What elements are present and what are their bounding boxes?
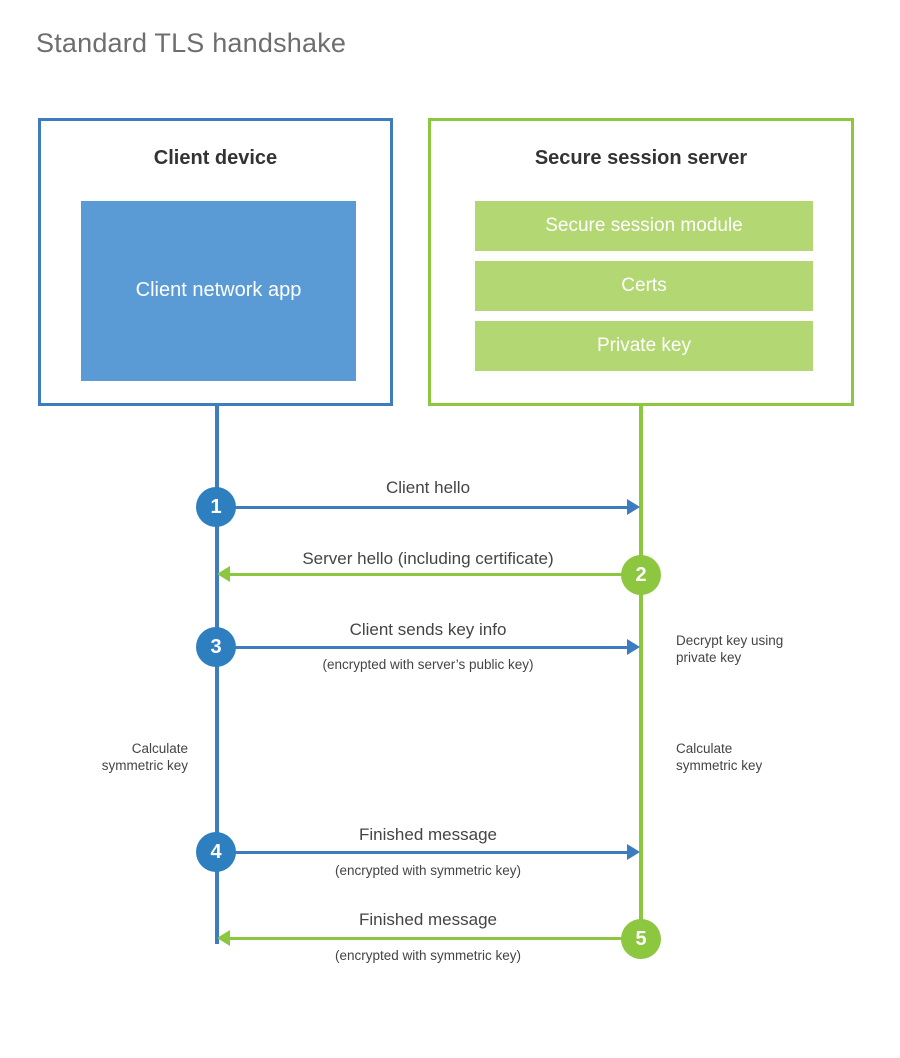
server-calculate-symmetric-key-note: Calculate symmetric key [676,740,866,775]
step-4-arrow-head-icon [627,844,640,860]
step-2-arrow-head-icon [217,566,230,582]
secure-session-server-box: Secure session server Secure session mod… [428,118,854,406]
server-component-certs: Certs [475,261,813,311]
client-device-box: Client device Client network app [38,118,393,406]
step-3-label: Client sends key info [349,620,507,639]
server-lifeline [639,404,643,941]
step-2-arrow-line [230,573,640,576]
step-5-label: Finished message [359,910,497,929]
server-decrypt-note-line-1: Decrypt key using [676,633,784,648]
client-device-title: Client device [153,147,278,169]
step-2-label: Server hello (including certificate) [302,549,554,568]
server-decrypt-note: Decrypt key using private key [676,632,876,667]
step-1-arrow-head-icon [627,499,640,515]
step-4-badge: 4 [196,832,236,872]
step-5-badge: 5 [621,919,661,959]
step-4-arrow-line [217,851,627,854]
server-component-stack: Secure session module Certs Private key [475,201,813,371]
page-title: Standard TLS handshake [36,28,347,58]
step-5-arrow-head-icon [217,930,230,946]
step-1-badge: 1 [196,487,236,527]
step-3-badge: 3 [196,627,236,667]
server-decrypt-note-line-2: private key [676,650,742,666]
server-component-private-key: Private key [475,321,813,371]
step-5-arrow-line [230,937,640,940]
step-1-arrow-line [217,506,627,509]
server-calculate-note-line-1: Calculate [676,741,733,756]
step-3-arrow-line [217,646,627,649]
step-4-sublabel: (encrypted with symmetric key) [334,863,522,878]
client-calculate-note-line-1: Calculate [131,741,188,756]
step-5-sublabel: (encrypted with symmetric key) [334,948,522,963]
step-4-label: Finished message [359,825,497,844]
step-2-badge: 2 [621,555,661,595]
server-component-secure-session-module: Secure session module [475,201,813,251]
client-lifeline [215,404,219,944]
step-1-label: Client hello [385,478,471,497]
step-3-arrow-head-icon [627,639,640,655]
step-3-sublabel: (encrypted with server’s public key) [322,657,534,672]
client-calculate-symmetric-key-note: Calculate symmetric key [40,740,188,775]
server-calculate-note-line-2: symmetric key [676,758,763,774]
client-calculate-note-line-2: symmetric key [101,758,188,774]
secure-session-server-title: Secure session server [534,147,748,169]
client-network-app-block: Client network app [81,201,356,381]
